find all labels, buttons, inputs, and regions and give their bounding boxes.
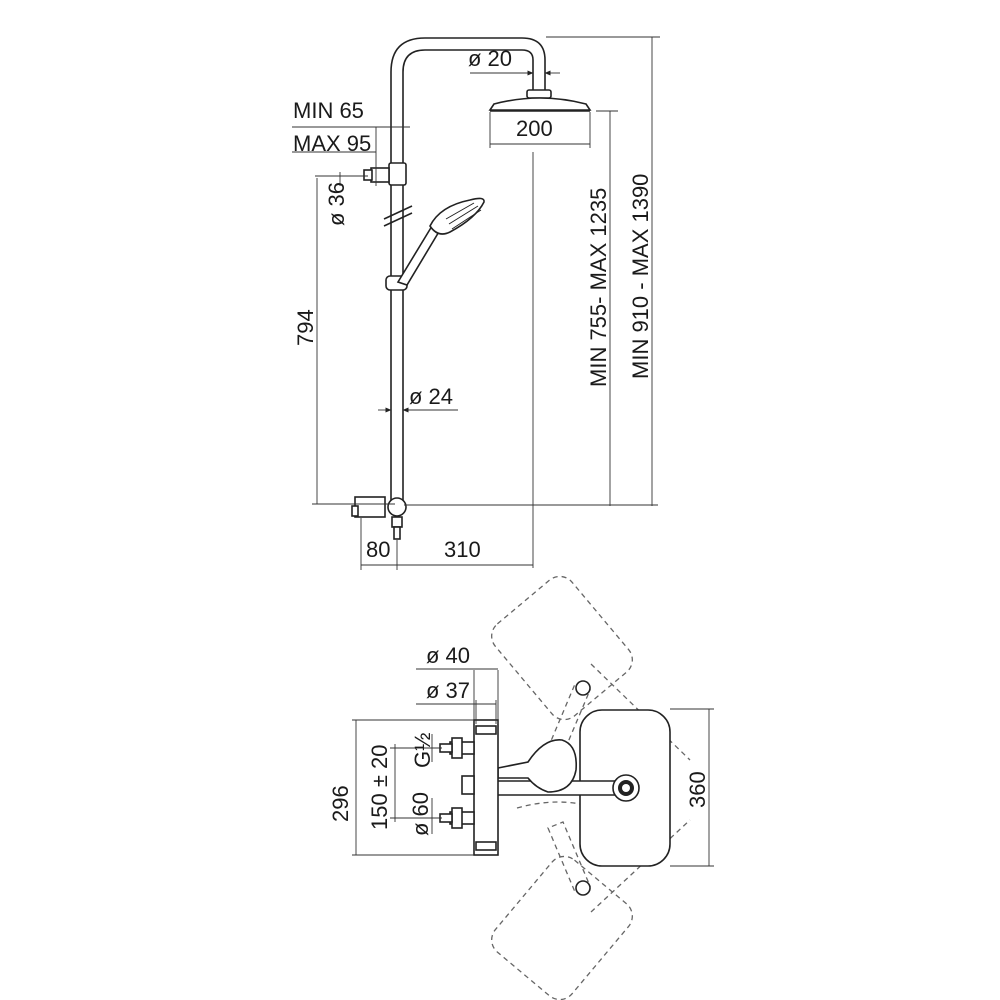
elevation-view: MIN 65 MAX 95 ø 36 794 ø 20 200 xyxy=(292,36,660,570)
body-diameter-dimensions: ø 40 ø 37 xyxy=(416,643,499,724)
tall-range-dimension: MIN 910 - MAX 1390 xyxy=(546,36,660,506)
inlet-hot xyxy=(439,737,475,759)
short-range-label: MIN 755- MAX 1235 xyxy=(586,188,611,387)
diverter-handle xyxy=(497,739,578,793)
bracket-diameter-label: ø 36 xyxy=(324,182,349,226)
thread-label: G½ xyxy=(410,733,435,768)
head-offset-label: 310 xyxy=(444,537,481,562)
riser-pipe xyxy=(390,37,546,503)
total-height-label: 296 xyxy=(328,785,353,822)
inlet-spacing-dimension: 150 ± 20 xyxy=(367,744,442,830)
head-size-dimension: 360 xyxy=(670,708,714,867)
bar-height-label: 794 xyxy=(293,309,318,346)
bracket-diameter-dimension: ø 36 xyxy=(315,172,368,226)
bar-diameter-dimension: ø 24 xyxy=(378,384,458,413)
short-range-dimension: MIN 755- MAX 1235 xyxy=(404,110,618,506)
head-width-label: 200 xyxy=(516,116,553,141)
diameter-inner-label: ø 37 xyxy=(426,678,470,703)
arm-max-label: MAX 95 xyxy=(293,131,371,156)
arm-min-label: MIN 65 xyxy=(293,98,364,123)
bar-height-dimension: 794 xyxy=(293,178,395,505)
inlet-cold xyxy=(439,807,475,829)
head-pipe-diameter-dimension: ø 20 xyxy=(468,46,560,76)
diameter-outer-label: ø 40 xyxy=(426,643,470,668)
escutcheon-dimension: ø 60 xyxy=(408,792,433,836)
thermostatic-mixer-side xyxy=(351,496,407,540)
hand-shower xyxy=(383,197,485,291)
rain-shower-head xyxy=(488,89,592,112)
center-fitting xyxy=(461,775,475,795)
plan-view: ø 40 ø 37 296 150 ± 20 G½ ø 60 xyxy=(328,575,714,1000)
bar-diameter-label: ø 24 xyxy=(409,384,453,409)
arm-length-dimension: MIN 65 MAX 95 xyxy=(292,98,410,186)
wall-offset-label: 80 xyxy=(366,537,390,562)
head-pipe-diameter-label: ø 20 xyxy=(468,46,512,71)
wall-bracket-upper xyxy=(363,162,407,186)
mixer-body-plan xyxy=(473,719,499,856)
escutcheon-label: ø 60 xyxy=(408,792,433,836)
total-height-dimension: 296 xyxy=(328,719,474,856)
head-width-dimension: 200 xyxy=(489,112,591,148)
head-size-label: 360 xyxy=(685,771,710,808)
thread-dimension: G½ xyxy=(410,733,435,768)
arm-swivel-positions xyxy=(547,680,591,896)
inlet-spacing-label: 150 ± 20 xyxy=(367,745,392,830)
horizontal-offset-dimensions: 80 310 xyxy=(360,518,533,570)
tall-range-label: MIN 910 - MAX 1390 xyxy=(628,174,653,379)
